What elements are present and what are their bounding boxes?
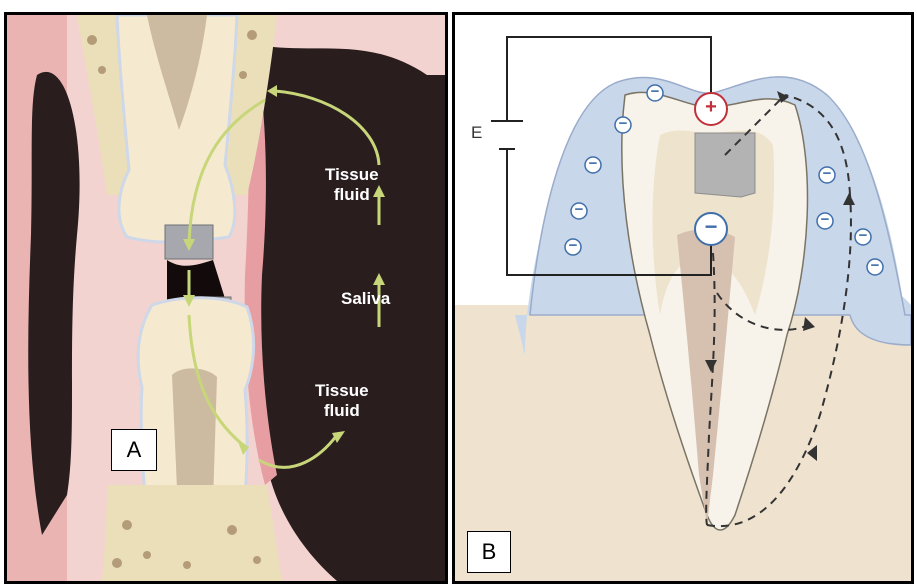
charge-9: − — [867, 257, 883, 275]
panel-b-label: B — [467, 531, 511, 573]
charge-3: − — [585, 155, 601, 173]
lower-alveolar-bone — [102, 485, 282, 581]
battery-label: E — [471, 123, 482, 143]
tissue-fluid-lower-label: Tissue fluid — [315, 381, 369, 421]
negative-sign: − — [701, 214, 721, 240]
charge-1: − — [647, 83, 663, 101]
charge-2: − — [615, 115, 631, 133]
panel-a-label: A — [111, 429, 157, 471]
charge-6: − — [819, 165, 835, 183]
panel-a-galvanic-flow: Tissue fluid Saliva Tissue fluid A — [4, 12, 448, 584]
positive-sign: + — [701, 96, 721, 119]
saliva-label: Saliva — [341, 289, 390, 309]
panel-b-illustration — [455, 15, 911, 581]
metal-restoration — [695, 133, 755, 197]
charge-8: − — [855, 227, 871, 245]
tissue-fluid-upper-label: Tissue fluid — [325, 165, 379, 205]
charge-4: − — [571, 201, 587, 219]
panel-b-electrical-circuit: + − − − − − − − − − − E B — [452, 12, 914, 584]
charge-5: − — [565, 237, 581, 255]
oral-cavity-right — [250, 45, 445, 581]
charge-7: − — [817, 211, 833, 229]
